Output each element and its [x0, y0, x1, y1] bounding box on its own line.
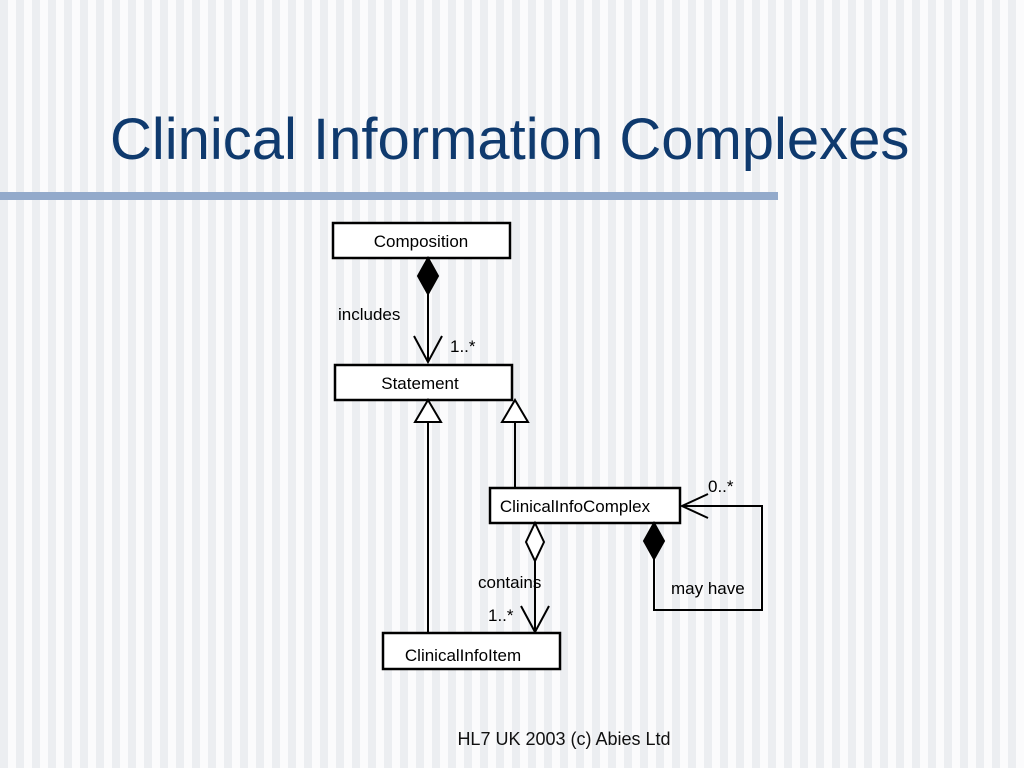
class-statement: Statement	[333, 363, 514, 402]
generalization-item-to-statement	[413, 398, 443, 632]
composition-diamond	[416, 255, 440, 297]
association-contains: contains 1..*	[478, 520, 550, 635]
generalization-triangle	[413, 398, 443, 423]
class-clinical-info-complex: ClinicalInfoComplex	[488, 486, 682, 525]
footer-text: HL7 UK 2003 (c) Abies Ltd	[457, 729, 671, 749]
class-composition: Composition	[331, 221, 512, 260]
class-statement-label: Statement	[381, 374, 459, 393]
slide-footer: HL7 UK 2003 (c) Abies Ltd	[0, 729, 1024, 750]
association-contains-label: contains	[478, 573, 541, 592]
slide-title: Clinical Information Complexes	[110, 107, 910, 172]
association-includes: includes 1..*	[338, 255, 476, 365]
title-divider	[0, 192, 778, 200]
class-clinical-info-item-label: ClinicalInfoItem	[405, 646, 521, 665]
class-composition-label: Composition	[374, 232, 469, 251]
aggregation-diamond	[524, 520, 546, 564]
association-may-have-multiplicity: 0..*	[708, 477, 734, 496]
class-clinical-info-item: ClinicalInfoItem	[381, 631, 562, 671]
association-includes-label: includes	[338, 305, 400, 324]
navigability-arrow	[413, 335, 443, 365]
generalization-complex-to-statement	[500, 398, 530, 487]
generalization-triangle	[500, 398, 530, 423]
composition-diamond	[642, 520, 666, 562]
class-clinical-info-complex-label: ClinicalInfoComplex	[500, 497, 651, 516]
association-contains-multiplicity: 1..*	[488, 606, 514, 625]
association-may-have-label: may have	[671, 579, 745, 598]
association-may-have: may have 0..*	[642, 477, 763, 611]
association-includes-multiplicity: 1..*	[450, 337, 476, 356]
navigability-arrow	[679, 493, 709, 519]
